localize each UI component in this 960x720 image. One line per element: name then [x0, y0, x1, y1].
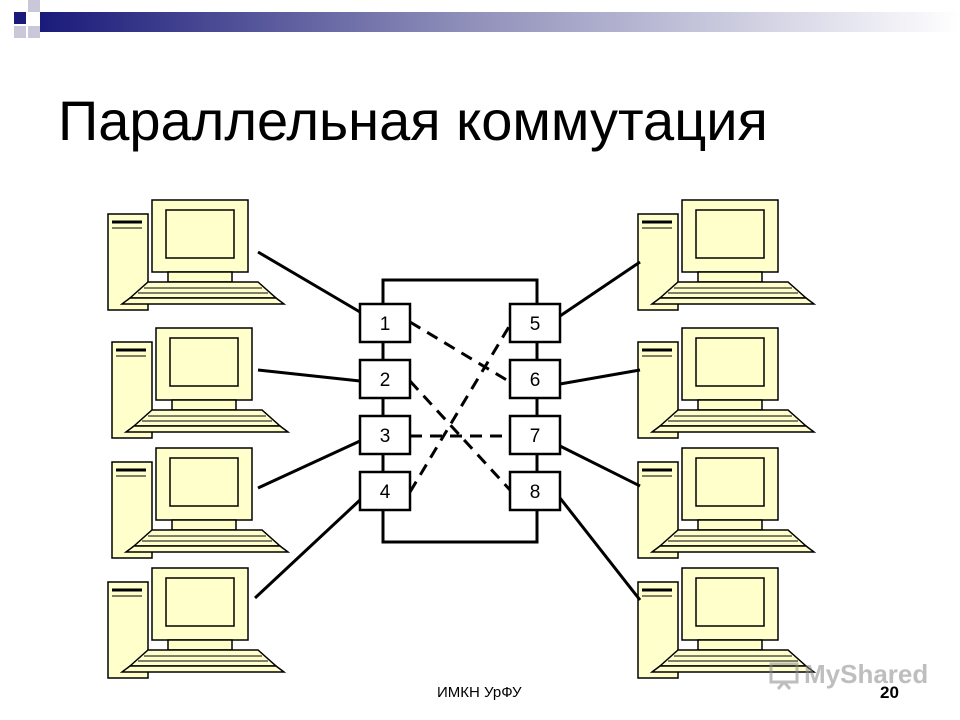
computer-icon-left-2 — [112, 328, 288, 438]
port-label-8: 8 — [530, 482, 541, 503]
port-label-6: 6 — [530, 370, 541, 391]
computer-icon-right-2 — [638, 328, 814, 438]
port-label-3: 3 — [380, 426, 391, 447]
page-number: 20 — [880, 683, 899, 703]
port-label-7: 7 — [530, 426, 541, 447]
computer-icon-right-1 — [638, 200, 814, 310]
presentation-icon — [768, 658, 800, 690]
port-label-5: 5 — [530, 314, 541, 335]
watermark-text: MyShared — [804, 659, 928, 690]
port-label-1: 1 — [380, 314, 391, 335]
computer-icon-left-3 — [112, 448, 288, 558]
footer-label: ИМКН УрФУ — [437, 684, 521, 701]
watermark: MyShared — [768, 656, 928, 692]
cables — [255, 252, 640, 600]
computer-icon-left-1 — [108, 200, 284, 310]
port-label-2: 2 — [380, 370, 391, 391]
port-label-4: 4 — [380, 482, 391, 503]
internal-connections — [410, 322, 510, 492]
computer-icon-left-4 — [108, 568, 284, 678]
computer-icon-right-3 — [638, 448, 814, 558]
